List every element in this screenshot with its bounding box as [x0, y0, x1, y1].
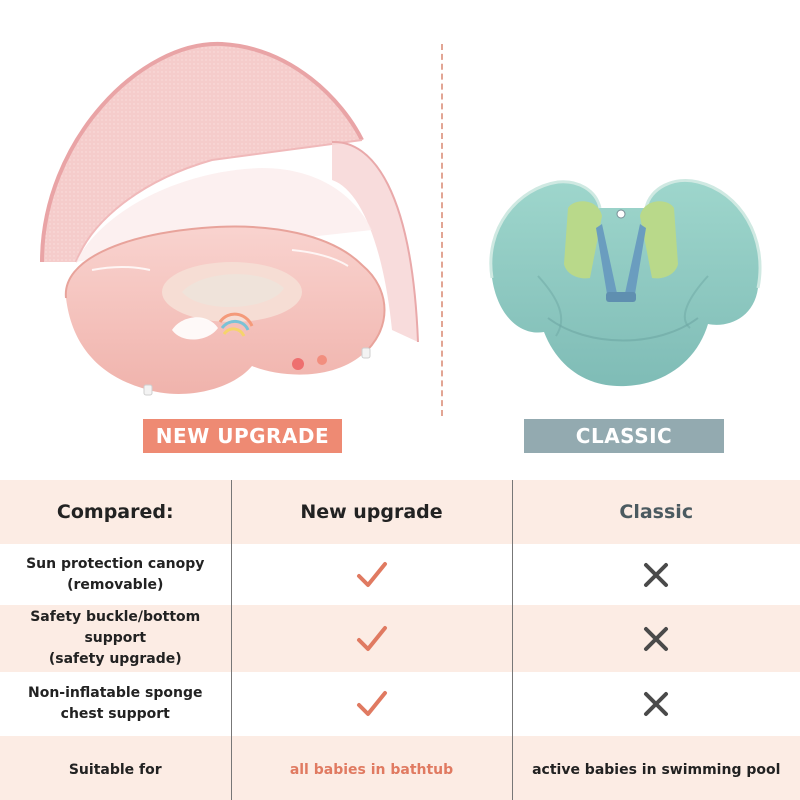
feature-line: Non-inflatable sponge: [28, 685, 203, 702]
comparison-table: Compared: New upgrade Classic Sun protec…: [0, 480, 800, 800]
feature-line: Sun protection canopy: [26, 555, 205, 572]
table-header-row: Compared: New upgrade Classic: [0, 480, 800, 544]
check-icon: [356, 561, 387, 587]
feature-line: Safety buckle/bottom support: [30, 609, 201, 647]
feature-line: chest support: [60, 706, 170, 723]
new-upgrade-cell: [230, 543, 512, 606]
new-upgrade-label: NEW UPGRADE: [143, 419, 342, 453]
cross-icon: [644, 692, 669, 717]
suitable-new-cell: all babies in bathtub: [230, 736, 512, 800]
classic-cell: [511, 672, 800, 737]
feature-line: (safety upgrade): [48, 651, 182, 668]
suitable-new-text: all babies in bathtub: [289, 761, 454, 778]
table-row: Safety buckle/bottom support (safety upg…: [0, 605, 800, 673]
suitable-label: Suitable for: [68, 761, 162, 778]
dashed-divider: [441, 44, 443, 416]
classic-cell: [511, 543, 800, 606]
suitable-for-row: Suitable for all babies in bathtub activ…: [0, 736, 800, 800]
header-classic: Classic: [511, 480, 800, 544]
classic-cell: [511, 605, 800, 673]
product-comparison-banner: NEW UPGRADE CLASSIC: [32, 30, 768, 453]
header-classic-text: Classic: [619, 500, 694, 523]
header-compared: Compared:: [0, 480, 231, 544]
new-upgrade-float-image: [32, 30, 422, 410]
new-upgrade-cell: [230, 605, 512, 673]
feature-cell: Sun protection canopy (removable): [0, 544, 231, 606]
suitable-classic-cell: active babies in swimming pool: [511, 736, 800, 800]
classic-float-image: [478, 168, 768, 398]
new-upgrade-cell: [230, 672, 512, 737]
header-new-upgrade-text: New upgrade: [300, 500, 443, 523]
table-row: Non-inflatable sponge chest support: [0, 672, 800, 737]
check-icon: [356, 625, 387, 651]
suitable-classic-text: active babies in swimming pool: [532, 761, 781, 778]
feature-cell: Non-inflatable sponge chest support: [0, 672, 231, 736]
header-compared-text: Compared:: [56, 500, 174, 523]
cross-icon: [644, 562, 669, 587]
check-icon: [356, 691, 387, 717]
suitable-label-cell: Suitable for: [0, 736, 231, 800]
classic-label: CLASSIC: [524, 419, 724, 453]
feature-line: (removable): [67, 576, 164, 593]
feature-cell: Safety buckle/bottom support (safety upg…: [0, 605, 231, 672]
cross-icon: [644, 626, 669, 651]
table-row: Sun protection canopy (removable): [0, 543, 800, 606]
header-new-upgrade: New upgrade: [230, 480, 512, 544]
